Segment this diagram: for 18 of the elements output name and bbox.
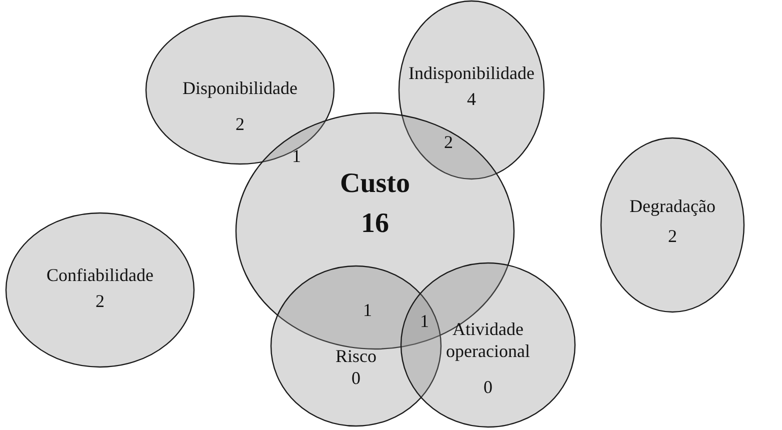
overlap-count: 1 — [363, 300, 372, 321]
set-label: Disponibilidade — [182, 77, 298, 99]
set-label: Degradação — [630, 195, 716, 217]
set-count: 16 — [361, 207, 389, 241]
set-count: 4 — [467, 88, 476, 110]
set-label: Atividade operacional — [445, 318, 531, 362]
set-count: 2 — [236, 113, 244, 135]
overlap-count: 1 — [420, 311, 429, 332]
set-label: Indisponibilidade — [408, 62, 534, 84]
set-label: Custo — [340, 167, 410, 201]
set-label: Risco — [335, 345, 376, 367]
overlap-count: 1 — [292, 146, 301, 167]
set-count: 2 — [668, 225, 677, 247]
set-count: 0 — [484, 376, 492, 398]
set-label: Confiabilidade — [46, 264, 154, 286]
overlap-count: 2 — [444, 132, 453, 153]
set-count: 2 — [96, 290, 104, 312]
set-count: 0 — [352, 367, 360, 389]
